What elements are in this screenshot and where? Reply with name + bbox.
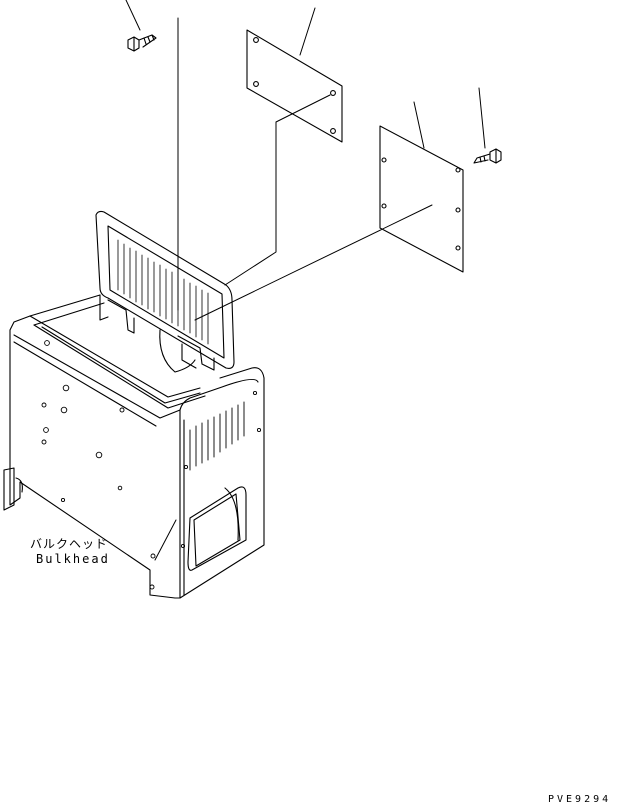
bulkhead-label-english: Bulkhead: [36, 552, 110, 566]
right-face-vents: [190, 402, 244, 470]
bolt-upper-left: [128, 35, 156, 51]
bulkhead-box: [4, 268, 264, 598]
cover-plate-upper: [247, 30, 342, 142]
lid-open: [96, 211, 234, 370]
bulkhead-label-japanese: バルクヘッド: [30, 537, 109, 551]
leader-lines: [126, 0, 485, 560]
drawing-code: PVE9294: [548, 794, 612, 805]
cover-plate-large: [380, 126, 463, 272]
bolt-right: [474, 149, 501, 163]
left-face-holes: [42, 341, 261, 589]
